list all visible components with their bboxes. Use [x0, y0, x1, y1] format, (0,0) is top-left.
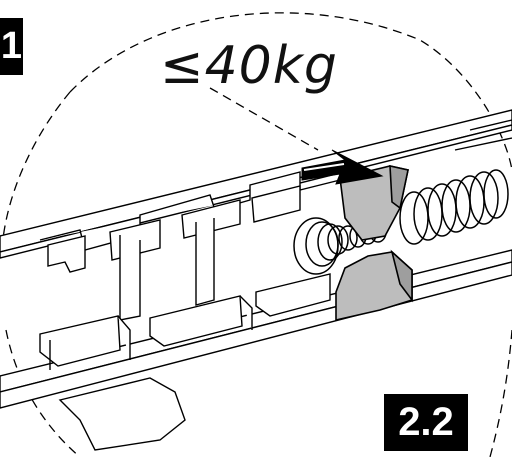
grey-stopper-icon: [335, 164, 413, 322]
magnifier-circle-right: [489, 329, 512, 457]
rail-end: [454, 119, 512, 151]
arrow-push-icon: [301, 149, 384, 185]
step-badge-current: 2.2: [384, 394, 468, 451]
leader-line: [209, 87, 319, 151]
rail-teeth: [47, 185, 301, 321]
max-load-label: ≤40kg: [160, 36, 338, 96]
step-badge-previous: 1: [0, 18, 23, 75]
magnifier-circle: [69, 12, 512, 171]
magnifier-circle-bottom: [5, 329, 81, 457]
magnifier-circle-left: [1, 91, 71, 251]
